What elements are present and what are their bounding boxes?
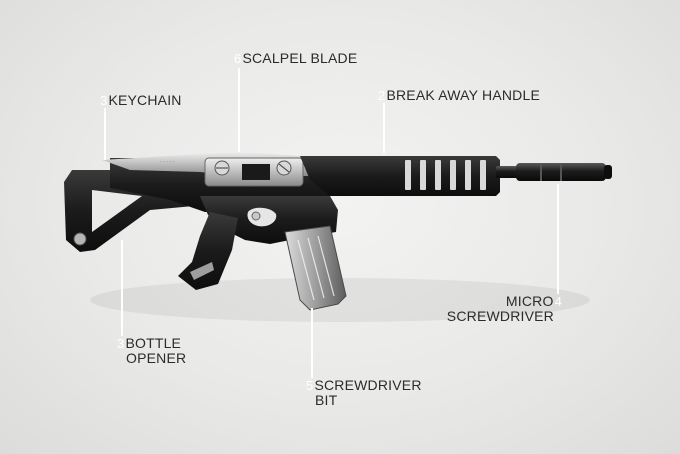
callout-number: 5 [306, 378, 314, 393]
ejection-port [242, 164, 270, 180]
stock-screw [73, 232, 87, 246]
callout-number: 6 [234, 51, 242, 66]
callout-scalpel-blade: 6SCALPEL BLADE [234, 50, 358, 67]
callout-text-line1: SCREWDRIVER [314, 377, 422, 393]
blade-engraving: · · · · · [160, 159, 174, 165]
callout-text: SCALPEL BLADE [242, 50, 358, 66]
callout-number: 4 [554, 294, 562, 309]
leader-line-micro-screwdriver [557, 184, 559, 294]
callout-micro-screwdriver: MICRO4 SCREWDRIVER [447, 294, 563, 324]
callout-text: KEYCHAIN [108, 92, 182, 108]
leader-line-screwdriver-bit [311, 308, 313, 378]
leader-line-keychain [104, 108, 106, 160]
pistol-grip [178, 212, 238, 290]
callout-break-away-handle: 2BREAK AWAY HANDLE [378, 87, 540, 104]
callout-screwdriver-bit: 5SCREWDRIVER BIT [306, 378, 422, 408]
callout-text-line1: BOTTLE [125, 335, 182, 351]
callout-keychain: 3KEYCHAIN [100, 92, 182, 109]
callout-bottle-opener: 3BOTTLE OPENER [117, 336, 186, 366]
barrel-collar [496, 166, 518, 178]
callout-text-line2: BIT [315, 392, 338, 408]
callout-number: 3 [100, 93, 108, 108]
callout-text-line2: OPENER [126, 350, 187, 366]
callout-number: 3 [117, 336, 125, 351]
leader-line-break-away-handle [383, 103, 385, 153]
callout-text-line2: SCREWDRIVER [446, 308, 554, 324]
handguard-vents [405, 160, 486, 190]
callout-text: BREAK AWAY HANDLE [386, 87, 540, 103]
callout-number: 2 [378, 88, 386, 103]
leader-line-scalpel-blade [238, 68, 240, 152]
callout-text-line1: MICRO [505, 293, 554, 309]
leader-line-bottle-opener [121, 240, 123, 336]
